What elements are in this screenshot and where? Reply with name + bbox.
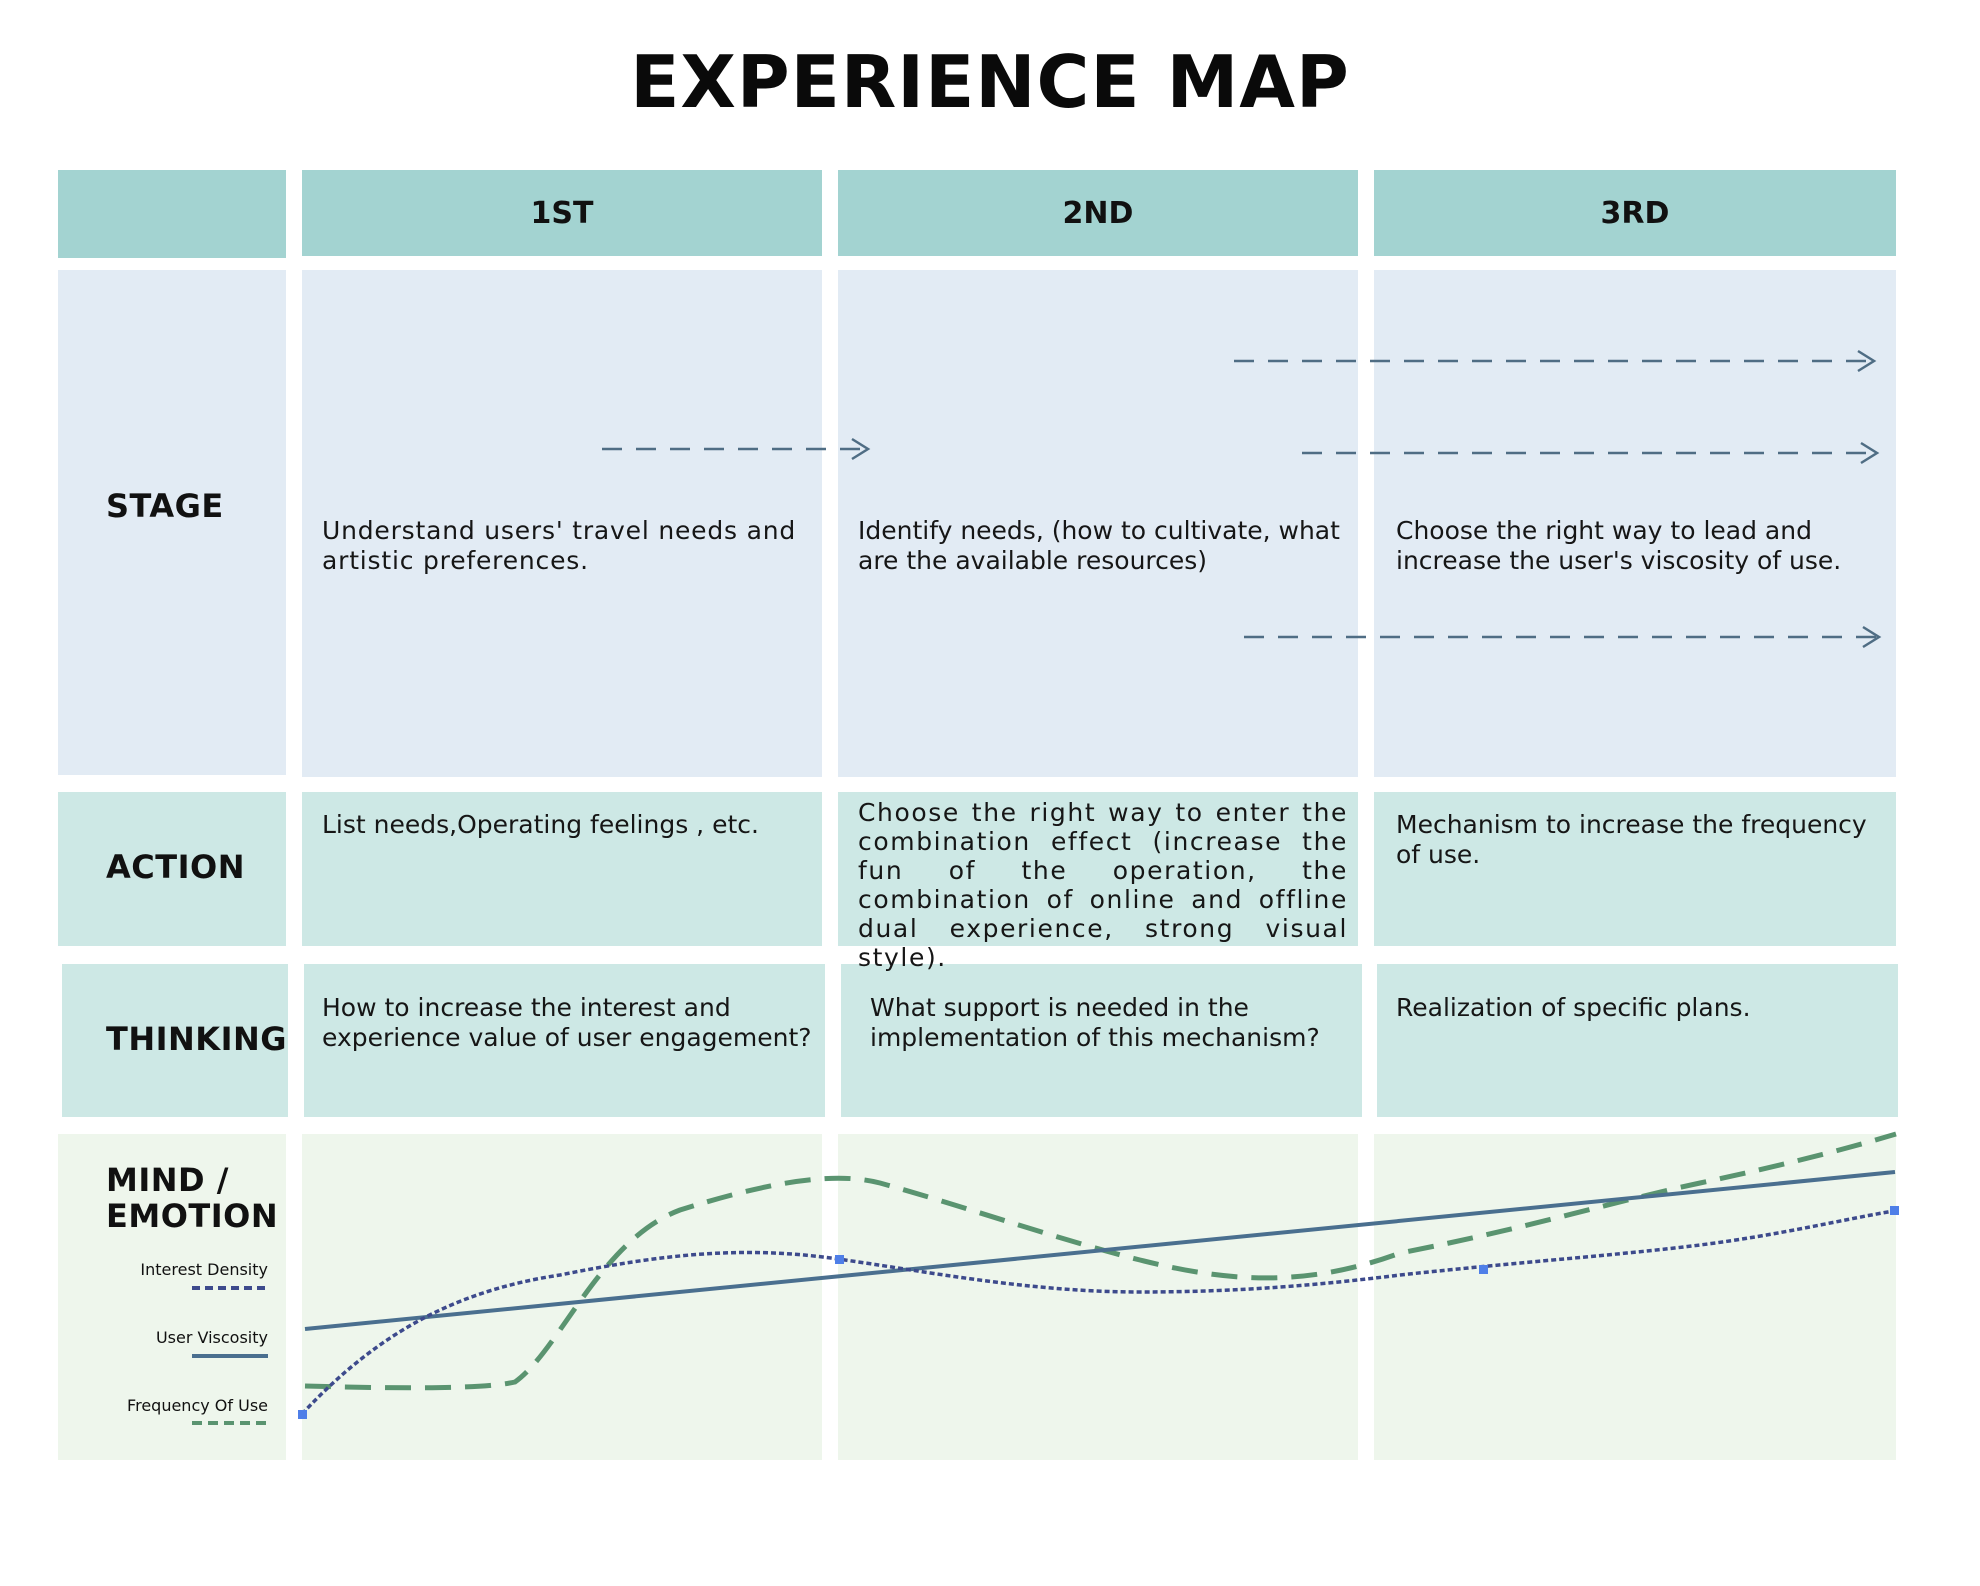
row-label-stage: STAGE xyxy=(106,487,224,525)
row-label-mind-line1: MIND / xyxy=(106,1161,229,1199)
mind-cell-3rd xyxy=(1374,1134,1896,1460)
interest-density-curve xyxy=(300,1209,1895,1416)
legend-label-user-viscosity: User Viscosity xyxy=(155,1328,268,1347)
stage-arrow-3-head xyxy=(1860,441,1880,465)
stage-cell-3rd xyxy=(1374,270,1896,777)
interest-point-1 xyxy=(298,1410,307,1419)
thinking-cell-1st xyxy=(304,964,825,1117)
thinking-label-cell xyxy=(62,964,288,1117)
column-header-1st: 1ST xyxy=(302,170,822,256)
stage-text-1st: Understand users' travel needs and artis… xyxy=(322,516,797,575)
thinking-cell-2nd xyxy=(841,964,1362,1117)
row-label-mind-line2: EMOTION xyxy=(106,1197,279,1235)
column-header-3rd: 3RD xyxy=(1374,170,1896,256)
thinking-text-3rd: Realization of specific plans. xyxy=(1396,993,1751,1022)
page-title: EXPERIENCE MAP xyxy=(630,40,1350,124)
stage-arrow-1-head xyxy=(851,437,871,461)
interest-point-3 xyxy=(1479,1265,1488,1274)
action-cell-3rd xyxy=(1374,792,1896,946)
interest-density-points xyxy=(298,1206,1899,1419)
action-text-1st: List needs,Operating feelings , etc. xyxy=(322,810,759,839)
interest-point-4 xyxy=(1890,1206,1899,1215)
action-cell-1st xyxy=(302,792,822,946)
user-viscosity-line xyxy=(304,1170,1896,1331)
mind-cell-1st xyxy=(302,1134,822,1460)
stage-label-cell xyxy=(58,270,286,775)
row-label-action: ACTION xyxy=(106,848,245,886)
action-text-2nd: Choose the right way to enter the combin… xyxy=(858,798,1348,972)
action-text-3rd: Mechanism to increase the frequency of u… xyxy=(1396,810,1867,869)
frequency-of-use-curve xyxy=(304,1131,1897,1391)
column-header-2nd: 2ND xyxy=(838,170,1358,256)
row-label-thinking: THINKING xyxy=(106,1020,288,1058)
thinking-text-2nd: What support is needed in the implementa… xyxy=(870,993,1320,1052)
stage-arrow-2-head xyxy=(1857,349,1877,373)
thinking-text-1st: How to increase the interest and experie… xyxy=(322,993,812,1052)
stage-text-3rd: Choose the right way to lead and increas… xyxy=(1396,516,1842,575)
stage-arrows xyxy=(602,349,1882,649)
legend-label-interest-density: Interest Density xyxy=(140,1260,268,1279)
mind-cell-2nd xyxy=(838,1134,1358,1460)
action-cell-2nd xyxy=(838,792,1358,946)
mind-label-cell xyxy=(58,1134,286,1460)
action-label-cell xyxy=(58,792,286,946)
stage-cell-1st xyxy=(302,270,822,777)
stage-arrow-4-head xyxy=(1862,625,1882,649)
stage-text-2nd: Identify needs, (how to cultivate, what … xyxy=(858,516,1340,575)
stage-cell-2nd xyxy=(838,270,1358,777)
interest-point-2 xyxy=(835,1255,844,1264)
thinking-cell-3rd xyxy=(1377,964,1898,1117)
row-label-mind: MIND / EMOTION xyxy=(106,1162,278,1234)
header-corner xyxy=(58,170,286,258)
legend-label-frequency-of-use: Frequency Of Use xyxy=(127,1396,268,1415)
